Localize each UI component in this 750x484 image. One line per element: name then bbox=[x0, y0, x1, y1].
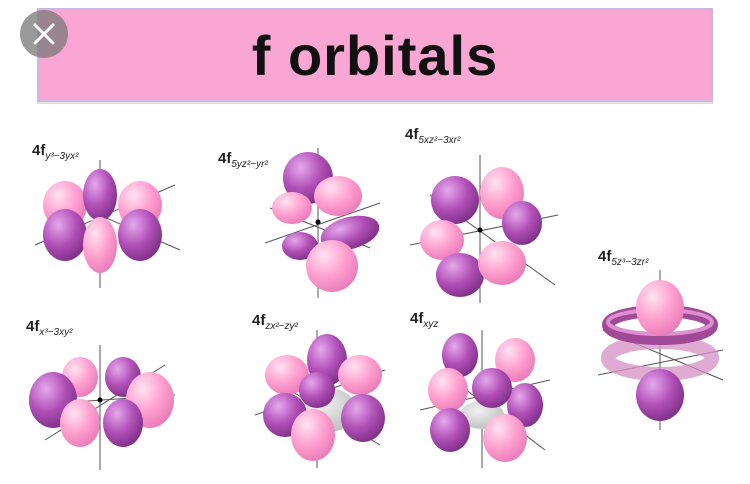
orbital-label-5: 4fzx²−zy² bbox=[252, 312, 298, 332]
orbital-label-4: 4fx³−3xy² bbox=[26, 318, 73, 338]
close-button[interactable] bbox=[20, 10, 68, 58]
orbital-diagram-5 bbox=[255, 330, 386, 468]
page-title: f orbitals bbox=[251, 24, 499, 87]
orbital-label-1: 4fy³−3yx² bbox=[32, 142, 79, 162]
orbital-diagram-1 bbox=[34, 160, 181, 288]
orbital-diagram-2 bbox=[264, 148, 381, 298]
orbital-diagram-7 bbox=[598, 270, 724, 430]
title-banner: f orbitals bbox=[37, 8, 713, 102]
orbital-diagram-3 bbox=[410, 155, 559, 303]
close-icon bbox=[33, 23, 55, 45]
orbital-label-6: 4fxyz bbox=[410, 310, 439, 330]
orbital-label-2: 4f5yz²−yr² bbox=[218, 150, 268, 170]
orbital-diagram-4 bbox=[29, 345, 176, 470]
orbital-label-7: 4f5z³−3zr² bbox=[598, 248, 649, 268]
orbital-diagram-6 bbox=[420, 330, 551, 468]
orbital-label-3: 4f5xz²−3xr² bbox=[405, 126, 461, 146]
